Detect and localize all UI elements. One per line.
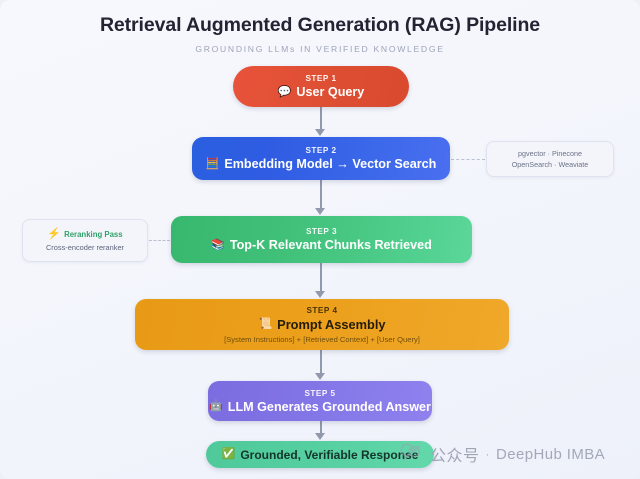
connector-reranking-note-step3 — [149, 240, 170, 241]
step-2-label: STEP 2 — [305, 146, 337, 155]
step-2-title: Embedding Model → Vector Search — [224, 157, 437, 171]
page-subtitle: GROUNDING LLMs IN VERIFIED KNOWLEDGE — [195, 44, 445, 54]
step-2-title-row: 🧮 Embedding Model → Vector Search — [206, 157, 437, 171]
note-reranking-pass[interactable]: ⚡ Reranking Pass Cross-encoder reranker — [22, 219, 148, 262]
connector-step1-step2 — [320, 107, 322, 130]
step-1-title-row: 💬 User Query — [278, 85, 365, 99]
diagram-header: Retrieval Augmented Generation (RAG) Pip… — [0, 14, 640, 54]
step-4-label: STEP 4 — [306, 305, 338, 315]
arrowhead-step3-step4 — [315, 291, 325, 298]
step-4-prompt-assembly[interactable]: STEP 4 📜 Prompt Assembly [System Instruc… — [135, 299, 509, 350]
connector-step3-step4 — [320, 263, 322, 292]
arrowhead-step5-final — [315, 433, 325, 440]
scroll-icon: 📜 — [258, 317, 273, 330]
watermark-en-text: DeepHub IMBA — [496, 445, 606, 463]
watermark-cn-text: 公众号 — [430, 448, 480, 465]
lightning-bolt-icon: ⚡ — [47, 228, 62, 240]
arrowhead-step1-step2 — [315, 129, 325, 136]
step-3-label: STEP 3 — [305, 227, 338, 236]
step-5-title: LLM Generates Grounded Answer — [227, 399, 431, 414]
step-3-topk-chunks-retrieved[interactable]: STEP 3 📚 Top-K Relevant Chunks Retrieved — [171, 216, 472, 263]
arrowhead-step4-step5 — [315, 373, 325, 380]
step-5-label: STEP 5 — [304, 388, 336, 398]
page-title: Retrieval Augmented Generation (RAG) Pip… — [99, 14, 541, 36]
final-title-row: ✅ Grounded, Verifiable Response — [222, 448, 419, 462]
final-title: Grounded, Verifiable Response — [240, 447, 419, 462]
check-mark-icon: ✅ — [221, 448, 236, 460]
connector-step2-vectorstores-note — [451, 159, 485, 160]
note-reranking-title-row: ⚡ Reranking Pass — [47, 229, 122, 240]
connector-step2-step3 — [320, 180, 322, 209]
watermark-separator: · — [485, 447, 491, 461]
step-4-subtitle: [System Instructions] + [Retrieved Conte… — [224, 334, 420, 344]
step-1-user-query[interactable]: STEP 1 💬 User Query — [233, 66, 409, 107]
step-1-title: User Query — [296, 85, 365, 99]
step-3-title: Top-K Relevant Chunks Retrieved — [229, 238, 432, 252]
step-5-title-row: 🤖 LLM Generates Grounded Answer — [209, 400, 431, 414]
connector-step5-final — [320, 421, 322, 435]
note-reranking-title: Reranking Pass — [64, 230, 123, 239]
speech-bubble-icon: 💬 — [277, 85, 292, 98]
step-5-llm-generates-answer[interactable]: STEP 5 🤖 LLM Generates Grounded Answer — [208, 381, 432, 421]
step-4-title-row: 📜 Prompt Assembly — [258, 317, 385, 332]
step-1-label: STEP 1 — [305, 74, 337, 83]
note-vector-stores-line-2: OpenSearch · Weaviate — [511, 160, 589, 169]
connector-step4-step5 — [320, 350, 322, 374]
note-vector-stores[interactable]: pgvector · Pinecone OpenSearch · Weaviat… — [486, 141, 614, 177]
step-4-title: Prompt Assembly — [277, 316, 386, 332]
abacus-icon: 🧮 — [205, 157, 220, 170]
final-grounded-response[interactable]: ✅ Grounded, Verifiable Response — [206, 441, 434, 468]
books-icon: 📚 — [211, 238, 225, 251]
robot-icon: 🤖 — [209, 400, 223, 412]
step-3-title-row: 📚 Top-K Relevant Chunks Retrieved — [211, 238, 432, 252]
step-2-embedding-vector-search[interactable]: STEP 2 🧮 Embedding Model → Vector Search — [192, 137, 450, 180]
note-vector-stores-line-1: pgvector · Pinecone — [518, 148, 582, 158]
arrowhead-step2-step3 — [315, 208, 325, 215]
note-reranking-subtitle: Cross-encoder reranker — [45, 243, 125, 252]
